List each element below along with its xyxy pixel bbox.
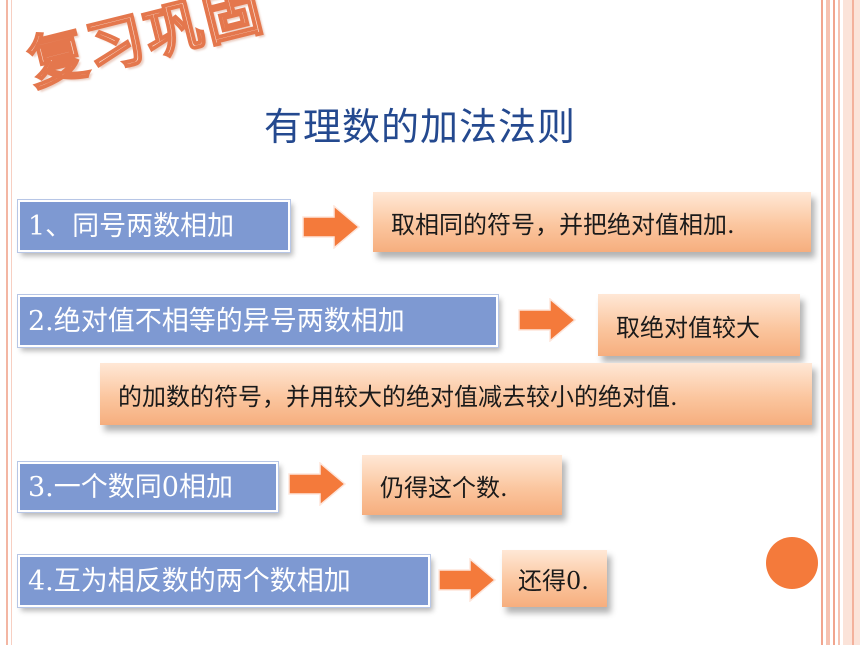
page-title: 有理数的加法法则: [263, 105, 576, 149]
right-border-stripe: [821, 0, 823, 645]
rule-3-label: 3.一个数同0相加: [17, 461, 279, 513]
right-border-stripe: [826, 0, 830, 645]
arrow-right-icon: [288, 462, 346, 506]
review-stamp: 复习巩固: [18, 0, 271, 102]
review-stamp-text: 复习巩固: [20, 0, 271, 100]
rule-2-label: 2.绝对值不相等的异号两数相加: [17, 294, 499, 348]
arrow-right-icon: [302, 205, 360, 249]
arrow-right-icon: [438, 558, 496, 602]
rule-4-result: 还得0.: [502, 550, 607, 607]
rule-1-label: 1、同号两数相加: [17, 199, 291, 253]
left-border-line: [6, 0, 8, 645]
arrow-right-icon: [518, 298, 576, 342]
right-border-stripe: [833, 0, 835, 645]
left-border-line-inner: [11, 0, 12, 645]
rule-2-result-continued: 的加数的符号，并用较大的绝对值减去较小的绝对值.: [100, 363, 812, 425]
rule-3-result: 仍得这个数.: [362, 455, 562, 515]
rule-4-label: 4.互为相反数的两个数相加: [17, 554, 431, 608]
right-border-band: [843, 0, 860, 645]
right-border-stripe: [852, 0, 854, 645]
right-border-stripe: [838, 0, 840, 645]
orange-circle-decoration: [766, 537, 818, 589]
rule-2-result: 取绝对值较大: [598, 294, 800, 356]
rule-1-result: 取相同的符号，并把绝对值相加.: [373, 192, 811, 252]
